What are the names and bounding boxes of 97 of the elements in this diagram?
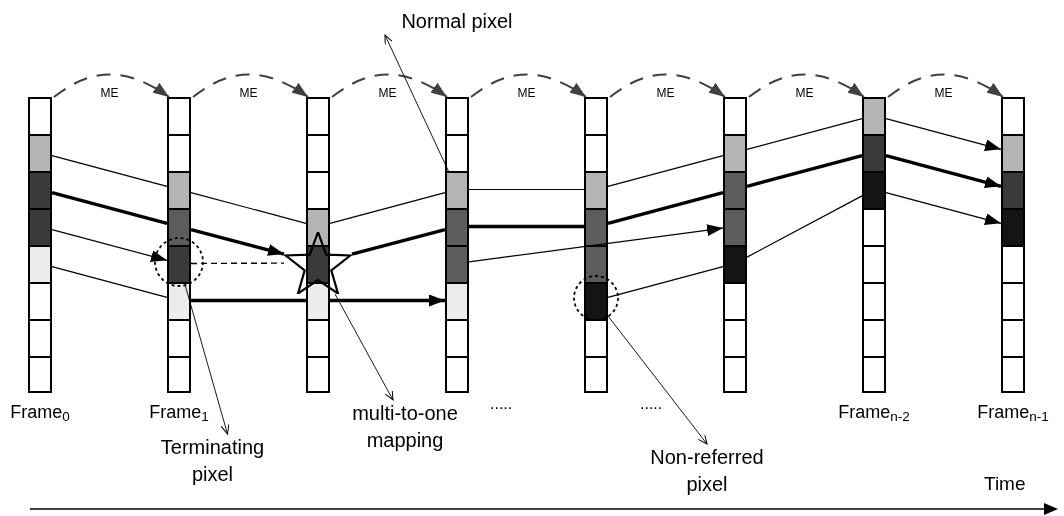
motion-vector-line	[51, 229, 168, 262]
pixel-cell	[306, 245, 330, 282]
pixel-cell	[167, 134, 191, 171]
pixel-cell	[167, 356, 191, 393]
frame-label: Frame$_{n-2}$	[838, 403, 910, 421]
motion-vector-line	[885, 154, 1002, 188]
pixel-cell	[306, 208, 330, 245]
pixel-cell	[445, 208, 469, 245]
pixel-cell	[862, 208, 886, 245]
motion-vector-line	[468, 224, 724, 263]
pixel-cell	[723, 134, 747, 171]
pixel-cell	[306, 171, 330, 208]
pixel-cell	[862, 245, 886, 282]
frame-label: Frame$_{0}$	[10, 403, 70, 421]
callout-text: Non-referred pixel	[649, 445, 765, 497]
pixel-cell	[445, 171, 469, 208]
pixel-cell	[28, 171, 52, 208]
pixel-cell	[723, 245, 747, 282]
callout-text: multi-to-one mapping	[351, 401, 459, 453]
pixel-cell	[584, 208, 608, 245]
axis-label: Time	[984, 474, 1026, 493]
pixel-cell	[723, 356, 747, 393]
ellipsis-label: .....	[490, 396, 513, 412]
pixel-cell	[723, 319, 747, 356]
pixel-cell	[584, 282, 608, 319]
pixel-cell	[445, 356, 469, 393]
pixel-cell	[862, 356, 886, 393]
pixel-cell	[306, 97, 330, 134]
dashed-curved-arrow	[192, 73, 309, 98]
pixel-cell	[28, 134, 52, 171]
pixel-cell	[584, 171, 608, 208]
pixel-cell	[862, 97, 886, 134]
pixel-cell	[1001, 134, 1025, 171]
pixel-cell	[445, 134, 469, 171]
motion-vector-line	[885, 192, 1002, 225]
edge-label: ME	[100, 87, 119, 99]
pixel-cell	[862, 171, 886, 208]
star-shape	[284, 232, 352, 294]
pixel-cell	[306, 356, 330, 393]
pixel-cell	[862, 319, 886, 356]
motion-vector-line	[190, 228, 285, 256]
pixel-cell	[167, 245, 191, 282]
pixel-cell	[862, 282, 886, 319]
pixel-cell	[723, 171, 747, 208]
pixel-cell	[1001, 319, 1025, 356]
pixel-cell	[306, 134, 330, 171]
pixel-cell	[584, 245, 608, 282]
pixel-cell	[167, 171, 191, 208]
pixel-cell	[723, 97, 747, 134]
motion-vector-line	[885, 118, 1002, 151]
pixel-cell	[584, 134, 608, 171]
callout-text: Terminating pixel	[159, 435, 266, 487]
dashed-curved-arrow	[748, 73, 865, 98]
pixel-cell	[167, 97, 191, 134]
ellipsis-label: .....	[640, 396, 663, 412]
frame-label: Frame$_{1}$	[149, 403, 209, 421]
pixel-cell	[1001, 97, 1025, 134]
pixel-cell	[445, 97, 469, 134]
edge-label: ME	[517, 87, 536, 99]
dashed-curved-arrow	[609, 73, 726, 98]
dashed-curved-arrow	[887, 73, 1004, 98]
pixel-cell	[28, 97, 52, 134]
pixel-cell	[723, 208, 747, 245]
pixel-cell	[167, 319, 191, 356]
pixel-cell	[445, 319, 469, 356]
edge-label: ME	[656, 87, 675, 99]
dashed-curved-arrow	[53, 73, 170, 98]
pixel-cell	[28, 356, 52, 393]
callout-text: Normal pixel	[401, 9, 513, 34]
pixel-cell	[584, 319, 608, 356]
frame-label: Frame$_{n-1}$	[977, 403, 1049, 421]
pixel-cell	[445, 282, 469, 319]
pixel-cell	[167, 282, 191, 319]
pixel-cell	[584, 97, 608, 134]
edge-label: ME	[795, 87, 814, 99]
pixel-cell	[445, 245, 469, 282]
pixel-cell	[28, 208, 52, 245]
pixel-cell	[1001, 208, 1025, 245]
pixel-cell	[1001, 356, 1025, 393]
pixel-cell	[306, 282, 330, 319]
edge-label: ME	[934, 87, 953, 99]
pixel-cell	[584, 356, 608, 393]
dashed-curved-arrow	[331, 73, 448, 98]
edge-label: ME	[239, 87, 258, 99]
pixel-cell	[1001, 245, 1025, 282]
pixel-cell	[28, 282, 52, 319]
pixel-cell	[1001, 282, 1025, 319]
motion-vector-line	[330, 294, 445, 307]
pixel-cell	[1001, 171, 1025, 208]
pixel-cell	[723, 282, 747, 319]
pixel-cell	[28, 319, 52, 356]
pixel-cell	[306, 319, 330, 356]
dashed-curved-arrow	[470, 73, 587, 98]
edge-label: ME	[378, 87, 397, 99]
pixel-cell	[28, 245, 52, 282]
pixel-cell	[862, 134, 886, 171]
pixel-cell	[167, 208, 191, 245]
